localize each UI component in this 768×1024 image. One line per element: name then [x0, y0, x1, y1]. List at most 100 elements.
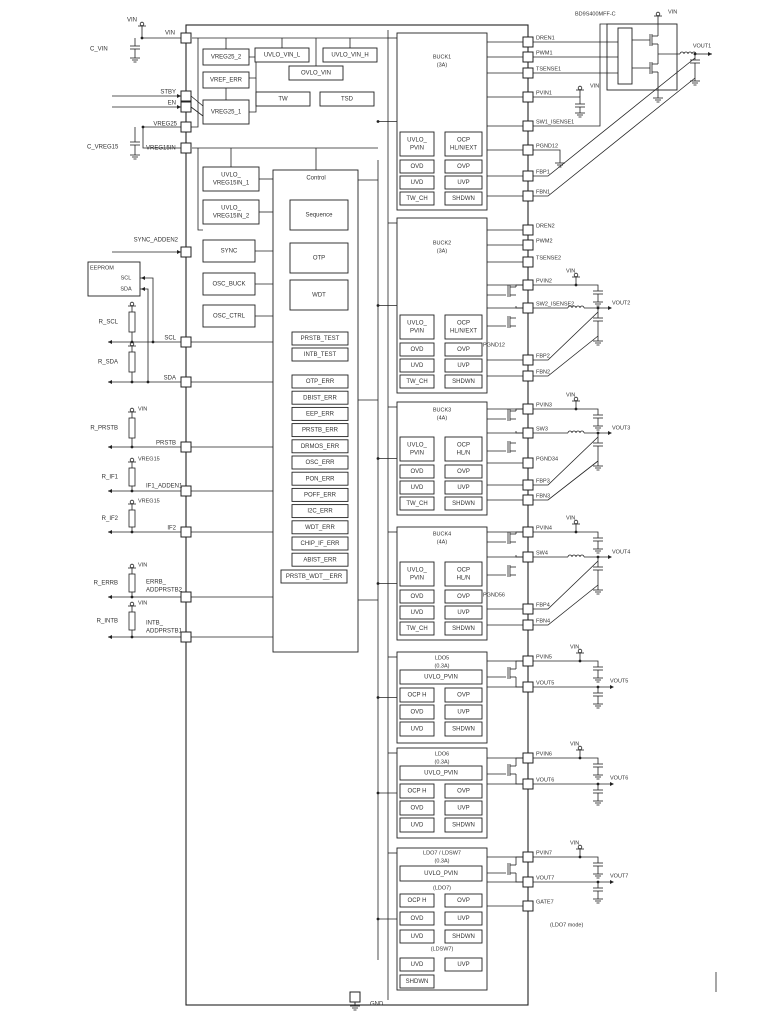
right-pin: [522, 427, 534, 439]
right-pin: [522, 170, 534, 182]
protection-cell-label: SHDWN: [452, 379, 475, 385]
protection-cell: [444, 783, 483, 799]
error-flag-box-label: OSC_ERR: [305, 460, 335, 466]
right-pin-label: PVIN5: [536, 654, 552, 660]
arrow-icon: [610, 880, 614, 884]
protection-cell-label: OVP: [457, 594, 470, 600]
protection-cell-label: UVP: [457, 710, 469, 716]
junction-dot: [376, 304, 380, 307]
right-pin-label: PWM2: [536, 238, 553, 244]
protection-cell-label: SHDWN: [452, 196, 475, 202]
protection-cell-label: SHDWN: [452, 823, 475, 829]
protection-cell-label: UVLO_: [407, 443, 427, 449]
internal-block: [202, 304, 256, 328]
wire: [190, 106, 204, 117]
right-pin: [522, 851, 534, 863]
protection-cell-label: OVP: [457, 693, 470, 699]
wire: [140, 288, 149, 382]
wire: [533, 757, 599, 764]
protection-cell-label: SHDWN: [452, 626, 475, 632]
protection-cell-label: UVD: [411, 823, 424, 829]
junction-dot: [376, 120, 380, 123]
left-pin: [180, 441, 192, 453]
left-pin: [180, 485, 192, 497]
protection-cell-label: PVIN: [410, 576, 424, 582]
left-pin-label: INTB_: [146, 621, 164, 627]
right-pin-label: FBP2: [536, 353, 550, 359]
right-pin-label: TSENSE1: [536, 66, 561, 72]
protection-cell: [399, 480, 435, 495]
right-pin: [522, 619, 534, 631]
arrow-icon: [108, 445, 112, 449]
vin-wire: [141, 26, 181, 39]
error-flag-box-label: DRMOS_ERR: [301, 444, 340, 450]
arrow-icon: [608, 431, 612, 435]
wire: [249, 56, 257, 79]
protection-cell-label: UVD: [411, 727, 424, 733]
protection-cell-label: SHDWN: [452, 501, 475, 507]
junction-dot: [130, 489, 134, 493]
right-pin-label: PVIN6: [536, 751, 552, 757]
vin-label: VIN: [570, 644, 579, 650]
control-block-label: WDT: [312, 293, 326, 299]
protection-cell: [444, 957, 483, 972]
right-pin: [522, 120, 534, 132]
wire: [515, 555, 523, 558]
arrow-icon: [610, 685, 614, 689]
left-pin: [180, 631, 192, 643]
protection-cell-label: OVD: [410, 710, 424, 716]
wire: [533, 335, 599, 377]
protection-cell: [399, 374, 435, 389]
left-pin-label: PRSTB: [156, 441, 176, 447]
vin-label: VIN: [566, 392, 575, 398]
protection-cell-label: OCP: [457, 138, 470, 144]
vin-label: VIN: [566, 515, 575, 521]
wire: [533, 436, 599, 486]
vin-label: VIN: [570, 840, 579, 846]
right-pin: [522, 457, 534, 469]
resistor-icon: [128, 509, 136, 528]
junction-dot: [140, 36, 144, 40]
supply-icon: [129, 563, 135, 569]
wire: [249, 78, 257, 113]
internal-block: [319, 91, 375, 107]
regulator-title: LDO6: [435, 751, 449, 757]
wire: [515, 856, 523, 865]
supply-icon: [129, 601, 135, 607]
protection-cell-label: UVLO_PVIN: [424, 871, 458, 877]
control-block: [289, 242, 349, 274]
internal-block-label: SYNC: [221, 249, 238, 255]
protection-cell: [399, 605, 435, 620]
right-pin-label: PVIN1: [536, 90, 552, 96]
wire: [515, 531, 523, 534]
protection-cell: [399, 496, 435, 511]
right-pin-label: PWM1: [536, 50, 553, 56]
left-pin-label: IF1_ADDEN1: [146, 484, 183, 490]
error-flag-box-label: CHIP_IF_ERR: [300, 541, 340, 547]
internal-block: [202, 48, 250, 66]
error-flag-box: [291, 347, 349, 362]
resistor-supply-label: VIN: [138, 406, 147, 412]
ldo7-mode-note: (LDO7 mode): [550, 922, 583, 928]
left-pin-label: VREG25: [153, 122, 177, 128]
wire: [515, 431, 523, 434]
wire: [190, 95, 204, 107]
protection-cell-label: UVD: [411, 180, 424, 186]
right-pin: [522, 370, 534, 382]
error-flag-box-label: PRSTB_WDT__ERR: [286, 574, 343, 580]
right-pin: [522, 603, 534, 615]
protection-cell: [444, 374, 483, 389]
junction-dot: [376, 457, 380, 460]
internal-block: [202, 272, 256, 296]
right-pin: [522, 51, 534, 63]
left-pin-label: ERRB_: [146, 580, 167, 586]
left-pin: [180, 336, 192, 348]
right-pin-label: GATE7: [536, 899, 554, 905]
protection-cell: [399, 342, 435, 357]
junction-dot: [130, 530, 134, 534]
protection-cell: [399, 704, 435, 720]
supply-icon: [655, 11, 661, 17]
protection-cell: [444, 159, 483, 174]
control-block: [289, 279, 349, 311]
wire: [533, 57, 696, 177]
